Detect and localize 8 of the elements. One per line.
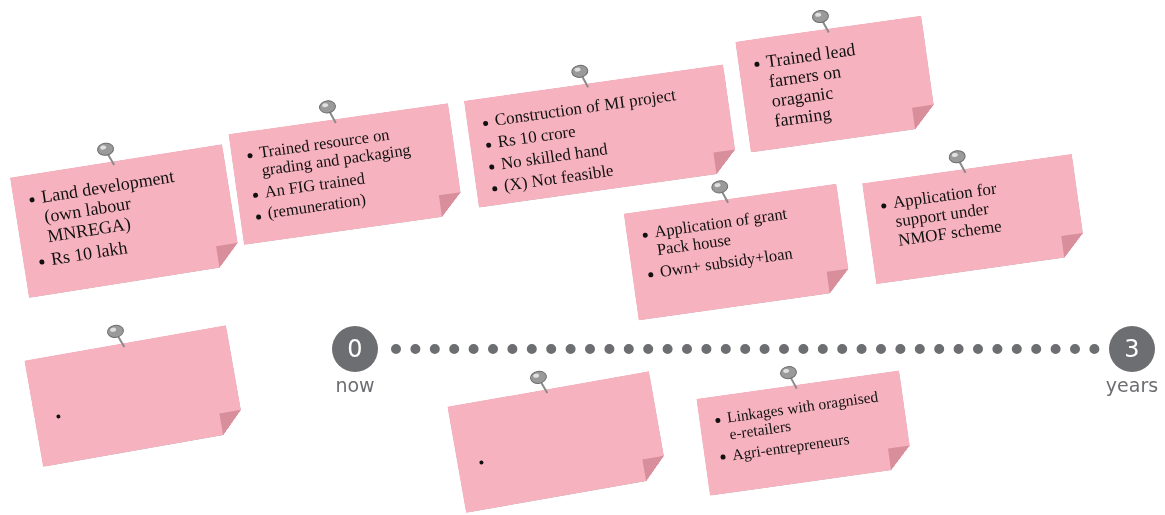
dotted-timeline [391, 344, 1100, 354]
timeline-label: years [1105, 374, 1159, 396]
note-text: Construction of MI project [493, 85, 677, 130]
timeline-circle: 3 [1109, 326, 1155, 372]
timeline-circle: 0 [332, 326, 378, 372]
timeline-label: now [335, 374, 375, 396]
note-text: Trained lead farners on oraganic farming [764, 39, 857, 132]
note-text: Application for support under NMOF scheme [891, 178, 1003, 250]
